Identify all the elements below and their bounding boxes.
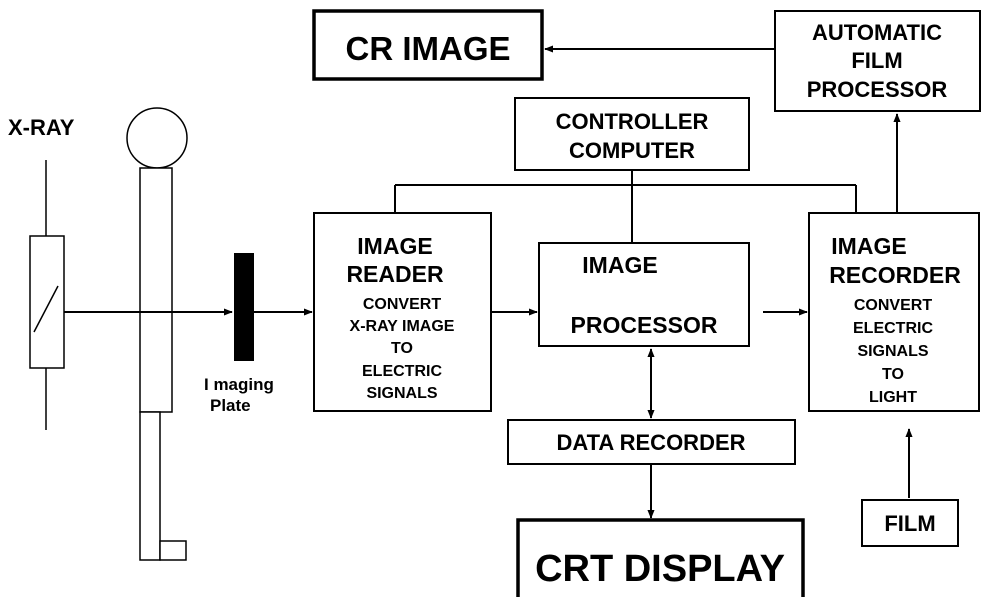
image-processor-line1: IMAGE bbox=[582, 252, 657, 278]
image-reader-box bbox=[313, 212, 492, 412]
controller-line1: CONTROLLER bbox=[556, 109, 709, 134]
image-processor-line2: PROCESSOR bbox=[571, 312, 718, 338]
image-reader-desc3: TO bbox=[391, 340, 413, 357]
image-reader-title2: READER bbox=[346, 261, 444, 287]
image-processor-box bbox=[538, 242, 750, 347]
controller-computer-box bbox=[514, 97, 750, 171]
data-recorder-label: DATA RECORDER bbox=[556, 430, 745, 455]
image-reader-title1: IMAGE bbox=[357, 233, 432, 259]
film-processor-line2: FILM bbox=[851, 48, 902, 73]
imaging-plate-label-2: Plate bbox=[210, 396, 251, 415]
image-recorder-box bbox=[808, 212, 980, 412]
film-processor-line3: PROCESSOR bbox=[807, 77, 948, 102]
image-reader-desc1: CONVERT bbox=[363, 296, 441, 313]
imaging-plate bbox=[234, 253, 254, 361]
image-recorder-desc4: TO bbox=[882, 366, 904, 383]
patient-figure bbox=[126, 107, 188, 561]
image-recorder-title2: RECORDER bbox=[829, 262, 961, 288]
image-recorder-desc1: CONVERT bbox=[854, 297, 932, 314]
xray-label: X-RAY bbox=[8, 115, 75, 140]
image-reader-desc2: X-RAY IMAGE bbox=[350, 318, 455, 335]
controller-line2: COMPUTER bbox=[569, 138, 695, 163]
image-recorder-desc5: LIGHT bbox=[869, 389, 917, 406]
cr-image-label: CR IMAGE bbox=[346, 30, 511, 67]
image-recorder-title1: IMAGE bbox=[831, 233, 906, 259]
image-recorder-desc2: ELECTRIC bbox=[853, 320, 933, 337]
cr-image-box bbox=[312, 9, 544, 81]
film-processor-line1: AUTOMATIC bbox=[812, 20, 942, 45]
data-recorder-box bbox=[507, 419, 796, 465]
image-reader-desc4: ELECTRIC bbox=[362, 363, 442, 380]
xray-switch bbox=[33, 285, 59, 333]
film-box bbox=[861, 499, 959, 547]
crt-display-label: CRT DISPLAY bbox=[535, 548, 785, 590]
film-label: FILM bbox=[884, 511, 935, 536]
xray-tube bbox=[29, 235, 65, 369]
film-processor-box bbox=[774, 10, 981, 112]
crt-display-box bbox=[516, 518, 805, 597]
image-reader-desc5: SIGNALS bbox=[366, 385, 437, 402]
image-recorder-desc3: SIGNALS bbox=[857, 343, 928, 360]
imaging-plate-label-1: I maging bbox=[204, 375, 274, 394]
